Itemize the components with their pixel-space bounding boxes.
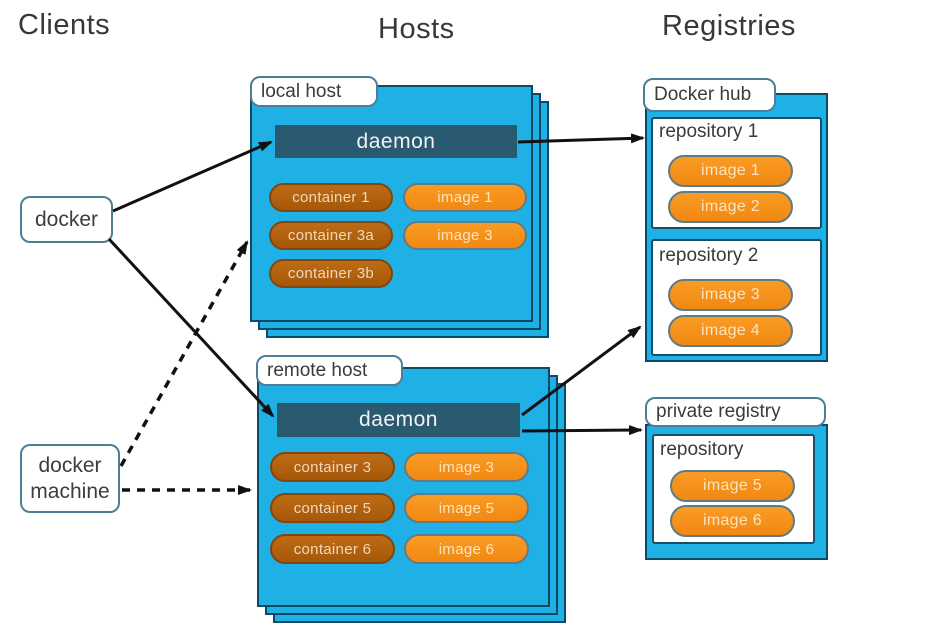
private-registry-tab: private registry xyxy=(645,397,826,427)
local-host-tab: local host xyxy=(250,76,378,107)
container-pill: container 1 xyxy=(269,183,393,212)
image-pill: image 1 xyxy=(403,183,527,212)
remote-host-daemon-bar: daemon xyxy=(277,403,520,437)
image-pill: image 5 xyxy=(670,470,795,502)
container-pill: container 3a xyxy=(269,221,393,250)
image-pill: image 1 xyxy=(668,155,793,187)
client-box-docker: docker xyxy=(20,196,113,243)
image-pill: image 6 xyxy=(404,534,529,564)
arrow-docker-machine-to-local-host-dashed xyxy=(119,240,249,467)
arrow-docker-to-local-daemon xyxy=(112,140,273,213)
image-pill: image 2 xyxy=(668,191,793,223)
container-pill: container 3b xyxy=(269,259,393,288)
repository-1-label: repository 1 xyxy=(659,121,759,142)
container-pill: container 3 xyxy=(270,452,395,482)
image-pill: image 3 xyxy=(404,452,529,482)
repository-label: repository xyxy=(660,439,744,460)
docker-hub-tab: Docker hub xyxy=(643,78,776,112)
repository-2-label: repository 2 xyxy=(659,245,759,266)
image-pill: image 3 xyxy=(668,279,793,311)
container-pill: container 6 xyxy=(270,534,395,564)
column-header-hosts: Hosts xyxy=(378,13,455,45)
arrow-docker-to-remote-daemon xyxy=(107,237,275,418)
image-pill: image 3 xyxy=(403,221,527,250)
image-pill: image 6 xyxy=(670,505,795,537)
local-host-daemon-bar: daemon xyxy=(275,125,517,158)
container-pill: container 5 xyxy=(270,493,395,523)
client-box-docker-machine: docker machine xyxy=(20,444,120,513)
column-header-registries: Registries xyxy=(662,10,796,42)
image-pill: image 5 xyxy=(404,493,529,523)
remote-host-tab: remote host xyxy=(256,355,403,386)
column-header-clients: Clients xyxy=(18,9,111,41)
image-pill: image 4 xyxy=(668,315,793,347)
